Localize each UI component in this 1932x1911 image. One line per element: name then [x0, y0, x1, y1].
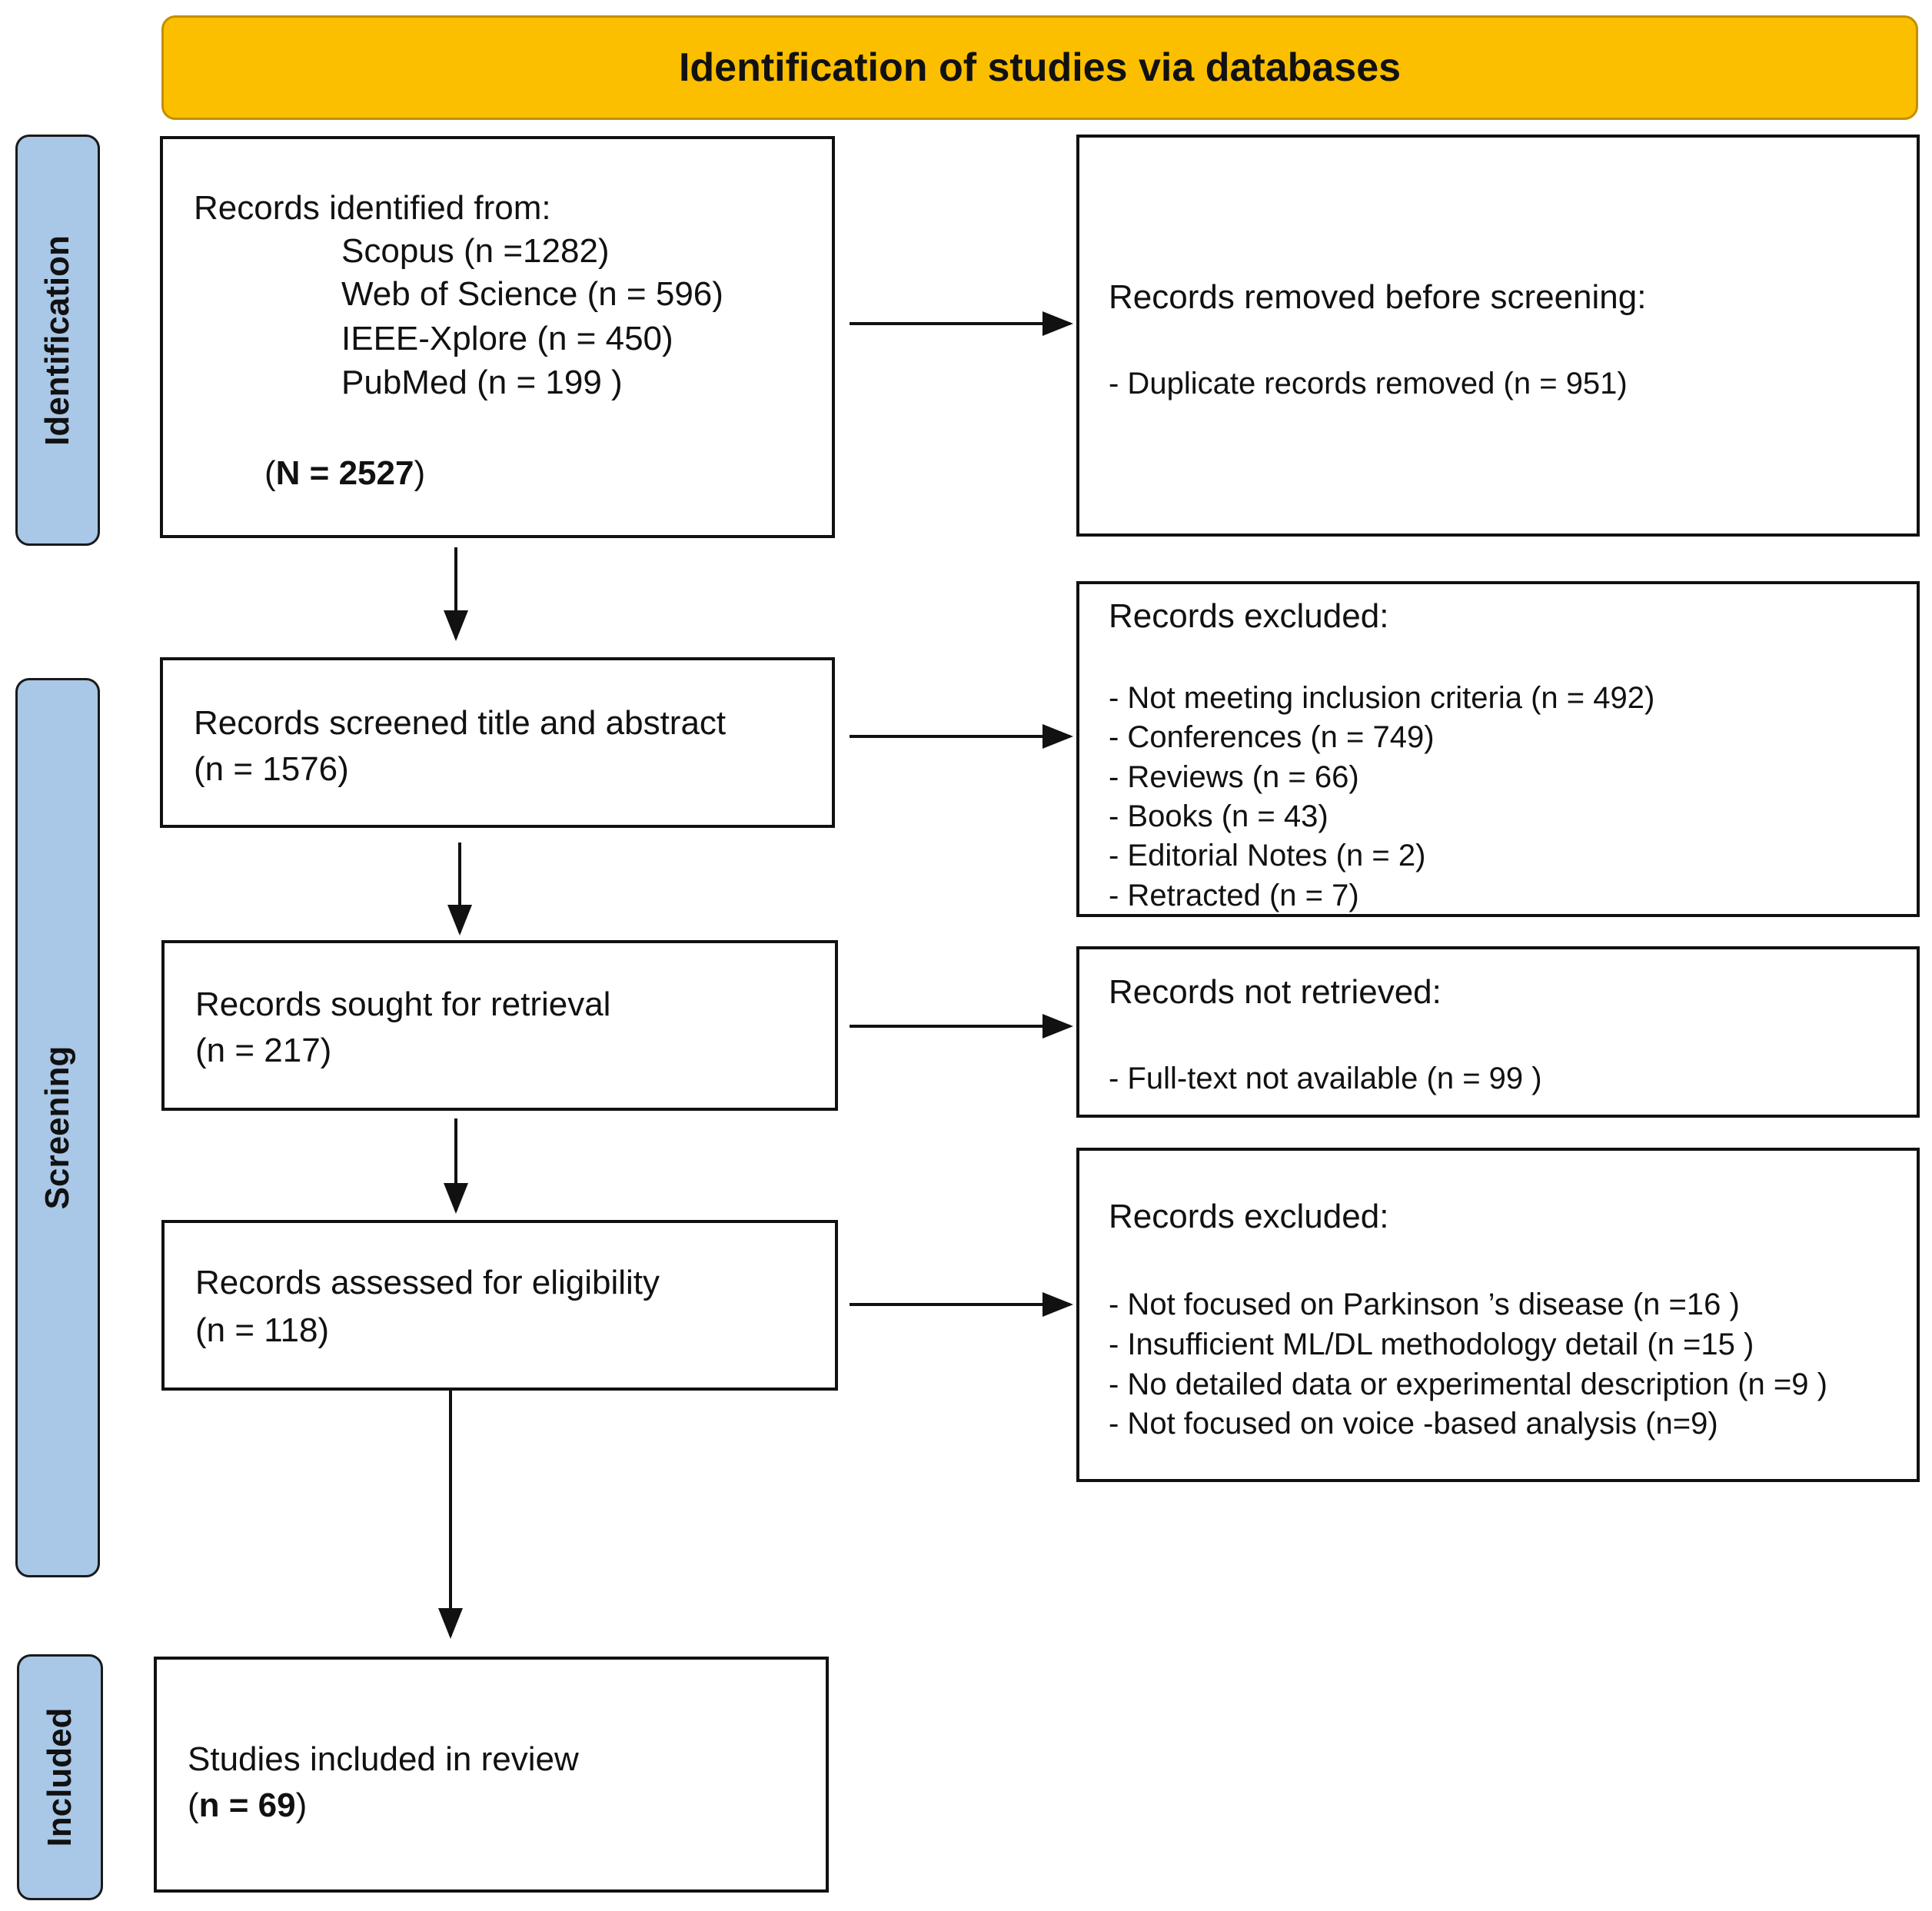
sought-title: Records sought for retrieval: [195, 985, 611, 1023]
source-pubmed: PubMed (n = 199 ): [341, 364, 623, 401]
records-identified-box: Records identified from: Scopus (n =1282…: [160, 136, 835, 538]
excluded1-item: - Editorial Notes (n = 2): [1109, 839, 1426, 872]
header-title: Identification of studies via databases: [678, 45, 1402, 90]
excluded2-item: - Not focused on Parkinson ’s disease (n…: [1109, 1288, 1740, 1321]
records-removed-box: Records removed before screening: - Dupl…: [1076, 135, 1920, 537]
excluded1-item: - Retracted (n = 7): [1109, 879, 1359, 912]
excluded2-heading: Records excluded:: [1109, 1198, 1389, 1235]
records-not-retrieved-box: Records not retrieved: - Full-text not a…: [1076, 946, 1920, 1118]
diagram-header: Identification of studies via databases: [161, 15, 1918, 120]
identified-total-value: N = 2527: [275, 454, 414, 492]
included-total-value: n = 69: [198, 1786, 296, 1824]
sought-count: (n = 217): [195, 1032, 332, 1069]
excluded2-item: - No detailed data or experimental descr…: [1109, 1368, 1827, 1401]
excluded1-item: - Books (n = 43): [1109, 799, 1328, 833]
records-assessed-box: Records assessed for eligibility (n = 11…: [161, 1220, 838, 1391]
removed-item-duplicates: - Duplicate records removed (n = 951): [1109, 367, 1628, 400]
screened-title: Records screened title and abstract: [194, 704, 727, 742]
excluded1-heading: Records excluded:: [1109, 597, 1389, 635]
records-excluded-screening-box: Records excluded: - Not meeting inclusio…: [1076, 581, 1920, 917]
removed-heading: Records removed before screening:: [1109, 278, 1647, 316]
phase-included: Included: [17, 1654, 103, 1900]
source-web-of-science: Web of Science (n = 596): [341, 275, 723, 313]
phase-identification: Identification: [15, 135, 100, 546]
excluded1-item: - Reviews (n = 66): [1109, 760, 1359, 794]
records-excluded-eligibility-box: Records excluded: - Not focused on Parki…: [1076, 1148, 1920, 1482]
identified-heading: Records identified from:: [194, 189, 551, 227]
excluded1-item: - Conferences (n = 749): [1109, 720, 1435, 754]
records-screened-box: Records screened title and abstract (n =…: [160, 657, 835, 828]
studies-included-box: Studies included in review (n = 69): [154, 1657, 829, 1893]
records-sought-box: Records sought for retrieval (n = 217): [161, 940, 838, 1111]
phase-screening: Screening: [15, 678, 100, 1577]
not-retrieved-item: - Full-text not available (n = 99 ): [1109, 1062, 1542, 1095]
assessed-count: (n = 118): [195, 1311, 330, 1349]
screened-count: (n = 1576): [194, 750, 349, 788]
source-ieee-xplore: IEEE-Xplore (n = 450): [341, 320, 673, 357]
source-scopus: Scopus (n =1282): [341, 232, 610, 270]
assessed-title: Records assessed for eligibility: [195, 1264, 660, 1301]
included-total: (n = 69): [188, 1786, 308, 1824]
excluded2-item: - Not focused on voice -based analysis (…: [1109, 1407, 1718, 1441]
excluded2-item: - Insufficient ML/DL methodology detail …: [1109, 1328, 1754, 1361]
excluded1-item: - Not meeting inclusion criteria (n = 49…: [1109, 681, 1655, 715]
included-title: Studies included in review: [188, 1740, 579, 1778]
identified-total: (N = 2527): [264, 454, 426, 492]
not-retrieved-heading: Records not retrieved:: [1109, 973, 1442, 1011]
